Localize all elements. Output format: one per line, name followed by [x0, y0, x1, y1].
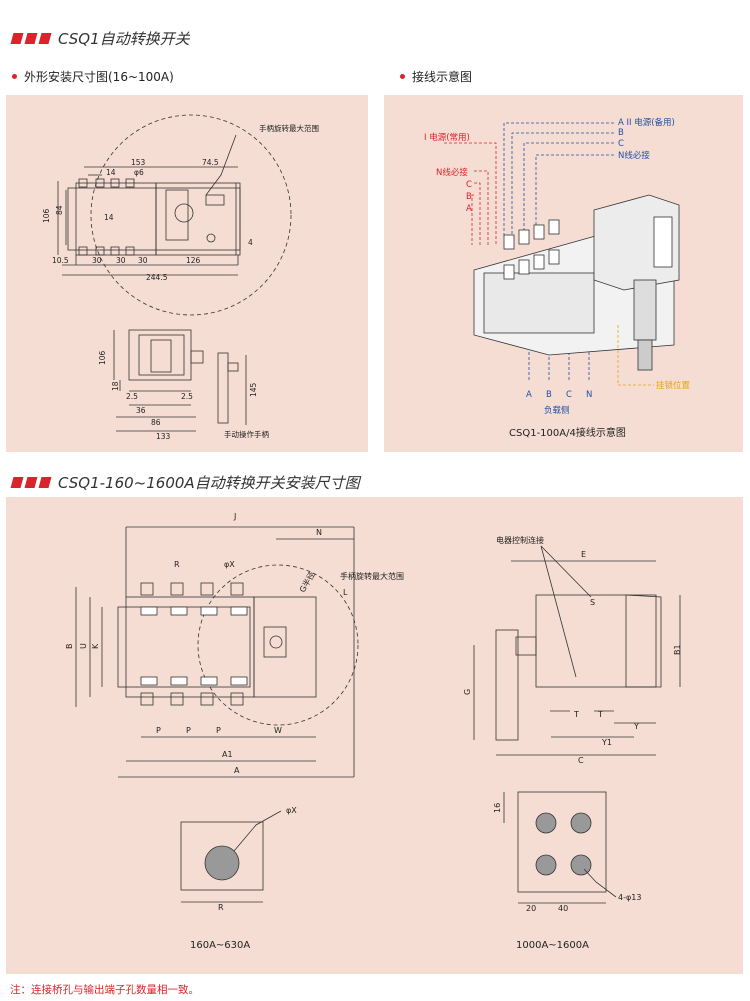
dim-74-5: 74.5 — [202, 158, 219, 167]
dim-14b: 14 — [104, 213, 114, 222]
dim-phi6: φ6 — [134, 168, 144, 177]
label-b-red: B — [466, 192, 472, 202]
dim-W: W — [274, 726, 282, 735]
dim-T1: T — [573, 710, 579, 719]
dim-126: 126 — [186, 256, 201, 265]
dim-P1: P — [156, 726, 161, 735]
dim-K: K — [91, 643, 100, 649]
dim-10-5: 10.5 — [52, 256, 69, 265]
subhead-wiring: 接线示意图 — [400, 68, 472, 85]
label-load-side: 负载侧 — [544, 405, 570, 416]
subhead-outline: 外形安装尺寸图(16~100A) — [12, 68, 174, 85]
label-load-n: N — [586, 390, 592, 400]
dim-U: U — [79, 643, 88, 649]
label-range: 手柄旋转最大范围 — [259, 123, 319, 133]
dim-30b: 30 — [116, 256, 126, 265]
label-load-b: B — [546, 390, 552, 400]
footnote: 注：连接桥孔与输出端子孔数量相一致。 — [10, 984, 199, 996]
dim-40: 40 — [558, 904, 568, 913]
label-source-1: I 电源(常用) — [424, 132, 470, 143]
label-c-red: C — [466, 180, 472, 190]
wiring-diagram-panel: A II 电源(备用) B C N线必接 I 电源(常用) N线必接 C B A… — [384, 95, 743, 452]
section-title-1: CSQ1自动转换开关 — [10, 28, 190, 49]
label-load-c: C — [566, 390, 572, 400]
dim-G-radius: G半径 — [297, 570, 317, 594]
dim-T2: T — [597, 710, 603, 719]
wiring-caption: CSQ1-100A/4接线示意图 — [509, 426, 626, 439]
dim-s18: 18 — [111, 381, 120, 391]
label-a-red: A — [466, 204, 472, 214]
dim-S: S — [590, 598, 595, 607]
label-handle: 手动操作手柄 — [224, 429, 269, 439]
dim-C: C — [578, 756, 584, 765]
dim-B: B — [65, 644, 74, 650]
title-bars-icon — [10, 33, 52, 44]
wiring-drawing: A II 电源(备用) B C N线必接 I 电源(常用) N线必接 C B A… — [424, 117, 691, 439]
dim-s133: 133 — [156, 432, 171, 441]
outline-drawing: 手柄旋转最大范围 153 74.5 14 φ6 106 84 14 4 10.5… — [42, 114, 319, 441]
subhead-outline-text: 外形安装尺寸图(16~100A) — [24, 70, 174, 84]
label-load-a: A — [526, 390, 532, 400]
section-title-2: CSQ1-160~1600A自动转换开关安装尺寸图 — [10, 472, 360, 493]
section-title-text-2: CSQ1-160~1600A自动转换开关安装尺寸图 — [58, 474, 360, 492]
caption-160-630: 160A~630A — [190, 940, 250, 951]
caption-1000-1600: 1000A~1600A — [516, 940, 589, 951]
dim-R-2: R — [218, 903, 224, 912]
dim-P3: P — [216, 726, 221, 735]
dim-14a: 14 — [106, 168, 116, 177]
dim-A1: A1 — [222, 750, 233, 759]
dim-Y1: Y1 — [601, 738, 612, 747]
dim-20: 20 — [526, 904, 536, 913]
install-drawing: J N R φX G半径 手柄旋转最大范围 L B U K P P P W A1… — [65, 512, 682, 951]
label-n-required-red: N线必接 — [436, 167, 468, 178]
bullet-icon — [400, 74, 405, 79]
dim-A: A — [234, 766, 240, 775]
dim-holes: 4-φ13 — [618, 893, 641, 902]
dim-P2: P — [186, 726, 191, 735]
dim-s36: 36 — [136, 406, 146, 415]
label-c-blue: C — [618, 139, 624, 149]
title-bars-icon — [10, 477, 52, 488]
dim-N: N — [316, 528, 322, 537]
dim-Y: Y — [633, 722, 639, 731]
dim-J: J — [233, 512, 236, 521]
dim-s2-5b: 2.5 — [181, 392, 193, 401]
dim-phiX: φX — [224, 560, 235, 569]
dim-16: 16 — [493, 803, 502, 813]
dim-s2-5a: 2.5 — [126, 392, 138, 401]
subhead-wiring-text: 接线示意图 — [412, 70, 473, 84]
dim-B1: B1 — [673, 644, 682, 655]
bullet-icon — [12, 74, 17, 79]
dim-153: 153 — [131, 158, 146, 167]
label-b-blue: B — [618, 128, 624, 138]
dim-30c: 30 — [138, 256, 148, 265]
dim-4: 4 — [248, 238, 253, 247]
dim-phiX-2: φX — [286, 806, 297, 815]
label-padlock: 挂锁位置 — [656, 380, 691, 391]
label-range-bottom: 手柄旋转最大范围 — [340, 571, 404, 581]
dim-G: G — [463, 689, 472, 695]
install-dimension-panel: J N R φX G半径 手柄旋转最大范围 L B U K P P P W A1… — [6, 497, 743, 974]
section-title-text: CSQ1自动转换开关 — [58, 30, 190, 48]
outline-dimension-panel: 手柄旋转最大范围 153 74.5 14 φ6 106 84 14 4 10.5… — [6, 95, 368, 452]
dim-s145: 145 — [249, 382, 258, 397]
dim-s86: 86 — [151, 418, 161, 427]
dim-s106: 106 — [98, 350, 107, 365]
dim-30a: 30 — [92, 256, 102, 265]
label-source-2: A II 电源(备用) — [618, 117, 675, 128]
dim-244-5: 244.5 — [146, 273, 168, 282]
dim-R: R — [174, 560, 180, 569]
label-n-required-blue: N线必接 — [618, 150, 650, 161]
dim-84: 84 — [55, 205, 64, 215]
label-control-connection: 电器控制连接 — [496, 535, 544, 545]
dim-L: L — [343, 588, 348, 597]
dim-106: 106 — [42, 208, 51, 223]
dim-E: E — [581, 550, 586, 559]
